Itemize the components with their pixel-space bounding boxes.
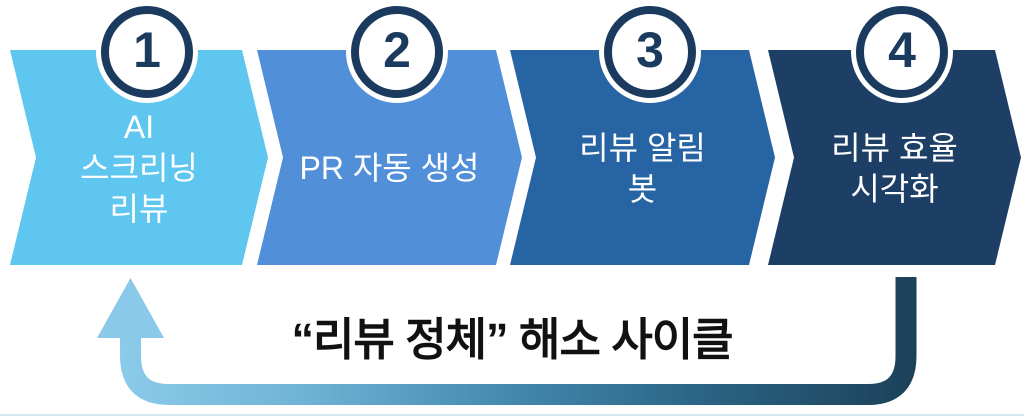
arrow-head-icon	[97, 278, 164, 338]
step-label-3: 리뷰 알림 봇	[579, 129, 706, 207]
step-number-1: 1	[133, 22, 161, 78]
step-label-2: PR 자동 생성	[299, 150, 480, 186]
step-label-4: 리뷰 효율 시각화	[831, 129, 958, 207]
cycle-title: “리뷰 정체” 해소 사이클	[291, 314, 733, 365]
step-label-1: AI 스크리닝 리뷰	[80, 109, 198, 227]
step-number-4: 4	[888, 22, 916, 78]
step-number-badge-2: 2	[351, 6, 443, 98]
step-chevron-2: PR 자동 생성	[257, 50, 522, 265]
step-number-badge-4: 4	[856, 6, 948, 98]
step-number-badge-1: 1	[101, 6, 193, 98]
step-number-badge-3: 3	[604, 6, 696, 98]
step-number-3: 3	[636, 22, 664, 78]
cycle-arrow-path	[120, 277, 917, 405]
bottom-divider	[0, 414, 1024, 416]
step-number-2: 2	[383, 22, 411, 78]
